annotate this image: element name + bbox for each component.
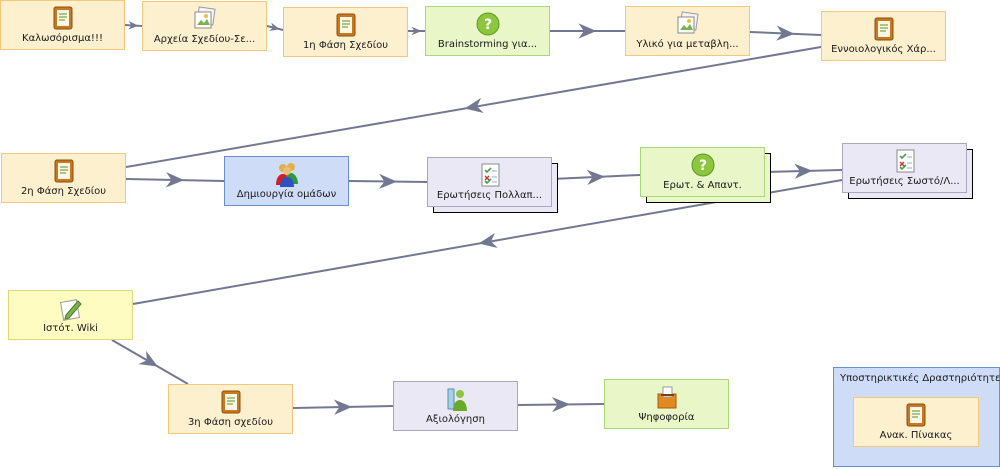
activity-label: Αρχεία Σχεδίου-Σε... [153, 34, 256, 45]
images-icon [192, 6, 218, 32]
activity-qa[interactable]: ? Ερωτ. & Απαντ. [640, 147, 765, 197]
arrowhead [128, 20, 139, 30]
arrowhead [378, 173, 397, 190]
ballot-box-icon [654, 384, 680, 410]
arrowhead [138, 350, 158, 367]
question-icon: ? [690, 152, 716, 178]
activity-material[interactable]: Υλικό για μεταβλη... [625, 6, 750, 56]
svg-text:?: ? [483, 17, 491, 33]
activity-label: 3η Φάση σχεδίου [187, 417, 274, 428]
activity-assessment[interactable]: Αξιολόγηση [393, 381, 518, 431]
activity-label: Αξιολόγηση [426, 414, 485, 425]
support-item-noticeboard[interactable]: Ανακ. Πίνακας [853, 397, 979, 447]
people-icon [274, 161, 300, 187]
activity-label: Εννοιολογικός Χάρ... [831, 44, 936, 55]
activity-truefalse[interactable]: Ερωτήσεις Σωστό/Λ... [842, 143, 967, 193]
activity-voting[interactable]: Ψηφοφορία [604, 379, 729, 429]
notebook-icon [903, 402, 929, 428]
activity-phase3[interactable]: 3η Φάση σχεδίου [168, 384, 293, 434]
notebook-icon [871, 16, 897, 42]
activity-label: 2η Φάση Σχεδίου [20, 186, 107, 197]
activity-label: Ερωτήσεις Σωστό/Λ... [849, 176, 960, 187]
arrowhead [464, 97, 484, 114]
question-icon: ? [475, 11, 501, 37]
activity-label: Brainstorming για... [437, 39, 538, 50]
activity-welcome[interactable]: Καλωσόρισμα!!! [0, 0, 125, 50]
activity-wiki[interactable]: Ιστότ. Wiki [8, 290, 133, 340]
activity-label: Ιστότ. Wiki [43, 323, 98, 334]
arrowhead [586, 169, 605, 186]
activity-label: 1η Φάση Σχεδίου [302, 40, 389, 51]
arrowhead [794, 163, 813, 179]
group-title: Υποστηρικτικές Δραστηριότητες [840, 373, 1000, 384]
assessment-icon [443, 386, 469, 412]
notebook-icon [218, 389, 244, 415]
svg-text:?: ? [698, 158, 706, 174]
activity-mcq[interactable]: Ερωτήσεις Πολλαπ... [427, 157, 552, 207]
activity-conceptmap[interactable]: Εννοιολογικός Χάρ... [821, 11, 946, 61]
activity-label: Καλωσόρισμα!!! [22, 33, 103, 44]
notebook-icon [50, 5, 76, 31]
activity-files[interactable]: Αρχεία Σχεδίου-Σε... [142, 1, 267, 51]
notebook-icon [51, 158, 77, 184]
activity-label: Ερωτ. & Απαντ. [663, 180, 742, 191]
notebook-icon [333, 12, 359, 38]
activity-label: Ψηφοφορία [638, 412, 695, 423]
arrowhead [333, 399, 352, 415]
activity-phase1[interactable]: 1η Φάση Σχεδίου [283, 7, 408, 57]
activity-groups[interactable]: Δημιουργία ομάδων [224, 156, 349, 206]
arrowhead [776, 25, 795, 41]
arrowhead [165, 172, 184, 188]
activity-label: Ερωτήσεις Πολλαπ... [436, 190, 543, 201]
checklist-icon [892, 148, 918, 174]
arrowhead [578, 23, 597, 39]
arrowhead [411, 26, 422, 36]
checklist-icon [477, 162, 503, 188]
arrowhead [269, 22, 280, 31]
support-item-label: Ανακ. Πίνακας [879, 430, 953, 441]
activity-label: Δημιουργία ομάδων [236, 189, 337, 200]
pencil-paper-icon [58, 295, 84, 321]
activity-brainstorming[interactable]: ? Brainstorming για... [425, 6, 550, 56]
activity-label: Υλικό για μεταβλη... [636, 39, 739, 50]
images-icon [675, 11, 701, 37]
arrowhead [551, 396, 570, 413]
activity-phase2[interactable]: 2η Φάση Σχεδίου [1, 153, 126, 203]
support-activities-group[interactable]: Υποστηρικτικές Δραστηριότητες Ανακ. Πίνα… [833, 367, 1000, 467]
arrowhead [478, 232, 498, 248]
